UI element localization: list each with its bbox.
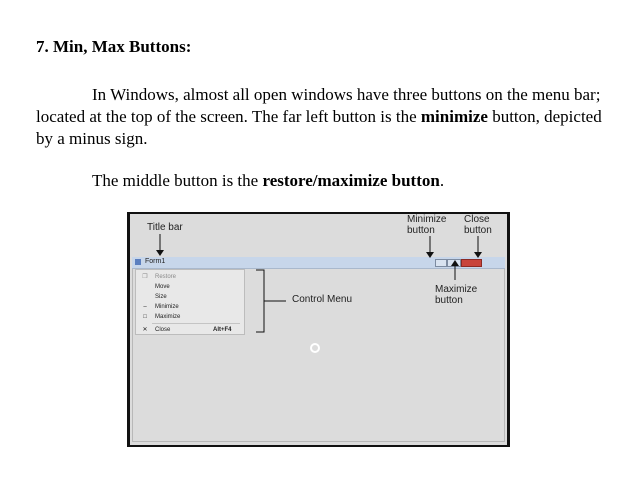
maximize-icon: □	[143, 314, 147, 320]
minimize-label-line2: button	[407, 225, 435, 236]
emphasis-restore-maximize: restore/maximize button	[262, 171, 440, 190]
minimize-label-line1: Minimize	[407, 214, 447, 225]
paragraph-text-end: .	[439, 171, 445, 190]
menu-item-label: Move	[155, 284, 170, 290]
menu-item-minimize[interactable]: ‒ Minimize	[136, 302, 244, 312]
minimize-button[interactable]	[435, 259, 447, 267]
menu-item-restore[interactable]: ❐ Restore	[136, 272, 244, 282]
title-bar-arrow-head	[156, 250, 164, 256]
paragraph-text: The middle button is the	[92, 171, 263, 190]
emphasis-minimize: minimize	[420, 107, 488, 126]
section-heading: 7. Min, Max Buttons:	[36, 37, 192, 56]
menu-item-maximize[interactable]: □ Maximize	[136, 312, 244, 322]
menu-separator	[152, 323, 240, 324]
restore-icon: ❐	[142, 274, 148, 280]
app-icon[interactable]	[135, 259, 141, 265]
menu-item-label: Maximize	[155, 314, 181, 320]
menu-item-label: Minimize	[155, 304, 179, 310]
mouse-cursor-icon	[310, 343, 320, 353]
maximize-arrow-head	[451, 260, 459, 266]
menu-item-label: Size	[155, 294, 167, 300]
menu-item-label: Close	[155, 327, 171, 333]
control-menu-label: Control Menu	[292, 294, 353, 305]
minimize-icon: ‒	[143, 304, 147, 310]
control-menu: ❐ Restore Move Size ‒ Minimize □ Maximiz…	[135, 269, 245, 335]
menu-item-size[interactable]: Size	[136, 292, 244, 302]
annotation-arrows	[156, 234, 482, 333]
window-title: Form1	[145, 258, 166, 265]
paragraph-restore-maximize: The middle button is the restore/maximiz…	[92, 171, 444, 191]
maximize-label-line2: button	[435, 295, 463, 306]
close-label-line2: button	[464, 225, 492, 236]
menu-item-move[interactable]: Move	[136, 282, 244, 292]
close-icon: ✕	[142, 327, 148, 333]
close-button[interactable]	[461, 259, 482, 267]
maximize-label-line1: Maximize	[435, 284, 478, 295]
paragraph-text-end: button, depicted by a minus sign.	[36, 107, 602, 148]
paragraph-minimize: In Windows, almost all open windows have…	[36, 84, 606, 150]
menu-item-shortcut: Alt+F4	[213, 327, 232, 333]
close-label-line1: Close	[464, 214, 490, 225]
paragraph-text: In Windows, almost all open windows have…	[36, 85, 601, 126]
menu-item-close[interactable]: ✕ Close Alt+F4	[136, 325, 244, 335]
menu-item-label: Restore	[155, 274, 177, 280]
close-arrow-head	[474, 252, 482, 258]
control-menu-bracket	[256, 269, 265, 333]
title-bar-label: Title bar	[147, 222, 183, 233]
minimize-arrow-head	[426, 252, 434, 258]
